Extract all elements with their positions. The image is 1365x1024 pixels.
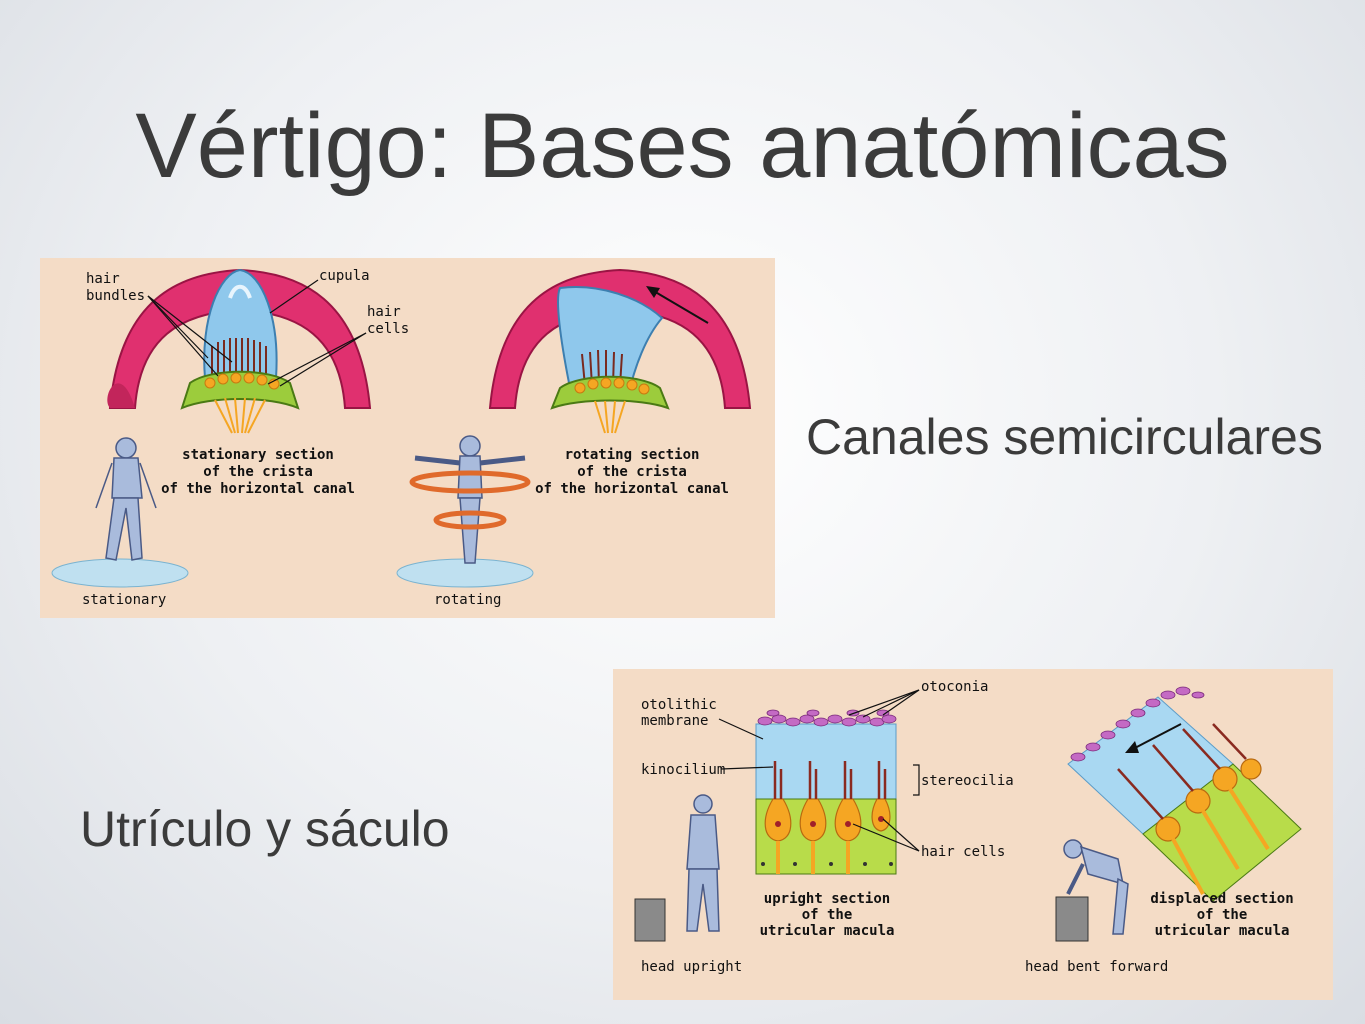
person-head-bent bbox=[1063, 839, 1129, 935]
slide-title: Vértigo: Bases anatómicas bbox=[135, 95, 1230, 197]
right-section-line-1: rotating section bbox=[565, 447, 700, 463]
upright-line-3: utricular macula bbox=[760, 923, 895, 939]
flow-arrow bbox=[651, 289, 709, 324]
displaced-macula-section bbox=[1067, 686, 1302, 902]
ice-disk-stationary bbox=[51, 558, 189, 588]
label-otolithic-1: otolithic bbox=[641, 697, 717, 713]
upright-line-1: upright section bbox=[764, 891, 890, 907]
box-upright bbox=[634, 898, 666, 942]
label-cupula: cupula bbox=[319, 268, 370, 284]
box-bent bbox=[1055, 896, 1089, 942]
rotation-arrows bbox=[409, 470, 531, 530]
label-hair-cells-1: hair bbox=[367, 304, 401, 320]
upright-line-2: of the bbox=[802, 907, 853, 923]
stationary-skater bbox=[95, 437, 157, 561]
label-head-bent-forward: head bent forward bbox=[1025, 959, 1168, 975]
crista-diagram: hair bundles cupula hair cells stationar… bbox=[40, 258, 775, 618]
label-stereocilia: stereocilia bbox=[921, 773, 1014, 789]
person-head-upright bbox=[686, 794, 720, 932]
label-hair-cells-2: cells bbox=[367, 321, 409, 337]
label-otolithic-2: membrane bbox=[641, 713, 708, 729]
left-section-line-1: stationary section bbox=[182, 447, 334, 463]
label-kinocilium: kinocilium bbox=[641, 762, 725, 778]
left-section-line-3: of the horizontal canal bbox=[161, 481, 355, 497]
stationary-canal-section bbox=[107, 268, 372, 434]
rotating-skater bbox=[414, 435, 526, 564]
label-head-upright: head upright bbox=[641, 959, 742, 975]
label-hair-bundles-1: hair bbox=[86, 271, 120, 287]
upright-macula-section bbox=[718, 689, 920, 875]
right-section-line-3: of the horizontal canal bbox=[535, 481, 729, 497]
label-rotating: rotating bbox=[434, 592, 501, 608]
caption-semicircular-canals: Canales semicirculares bbox=[806, 409, 1323, 465]
macula-illustration: otolithic membrane otoconia kinocilium s… bbox=[634, 679, 1302, 975]
rotating-canal-section bbox=[488, 268, 752, 434]
crista-illustration: hair bundles cupula hair cells stationar… bbox=[51, 268, 752, 608]
shift-arrow bbox=[1132, 723, 1182, 750]
label-hair-bundles-2: bundles bbox=[86, 288, 145, 304]
left-section-line-2: of the crista bbox=[203, 464, 313, 480]
displaced-line-1: displaced section bbox=[1150, 891, 1293, 907]
label-otoconia: otoconia bbox=[921, 679, 988, 695]
label-hair-cells: hair cells bbox=[921, 844, 1005, 860]
displaced-line-3: utricular macula bbox=[1155, 923, 1290, 939]
caption-utricle-saccule: Utrículo y sáculo bbox=[80, 801, 450, 857]
macula-diagram: otolithic membrane otoconia kinocilium s… bbox=[613, 669, 1333, 1000]
right-section-line-2: of the crista bbox=[577, 464, 687, 480]
displaced-line-2: of the bbox=[1197, 907, 1248, 923]
label-stationary: stationary bbox=[82, 592, 166, 608]
